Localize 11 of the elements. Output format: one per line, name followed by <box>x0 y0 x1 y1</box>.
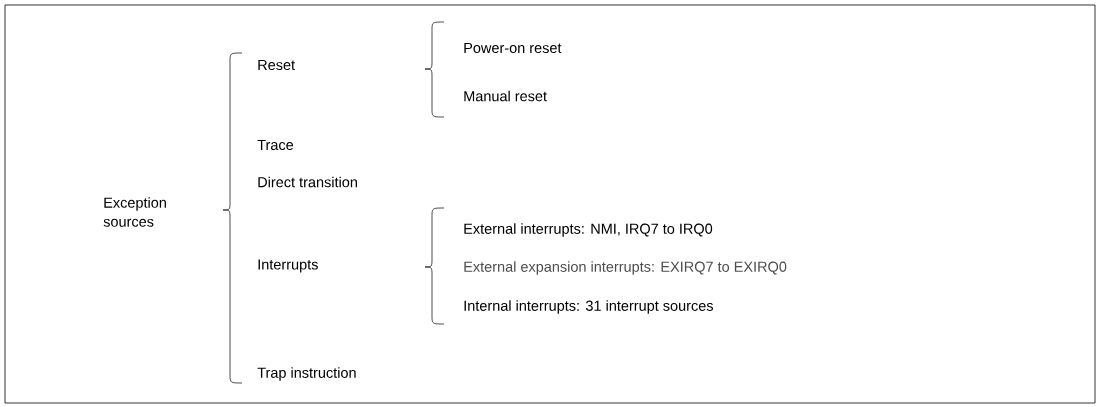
category-label: Reset <box>258 59 295 71</box>
category-label: Manual reset <box>464 90 547 102</box>
category-label: Power-on reset <box>464 42 562 54</box>
category-label: Trace <box>257 139 294 151</box>
category-label: Internal interrupts: 31 interrupt sources <box>464 300 714 314</box>
category-label: Interrupts <box>258 259 318 273</box>
category-label: Direct transition <box>258 176 357 188</box>
category-label: External expansion interrupts: EXIRQ7 to EXIRQ0 <box>464 261 787 275</box>
category-label: Trap instruction <box>257 367 356 381</box>
category-label: Exception sources <box>103 197 166 227</box>
category-label: External interrupts: NMI, IRQ7 to IRQ0 <box>464 223 713 237</box>
